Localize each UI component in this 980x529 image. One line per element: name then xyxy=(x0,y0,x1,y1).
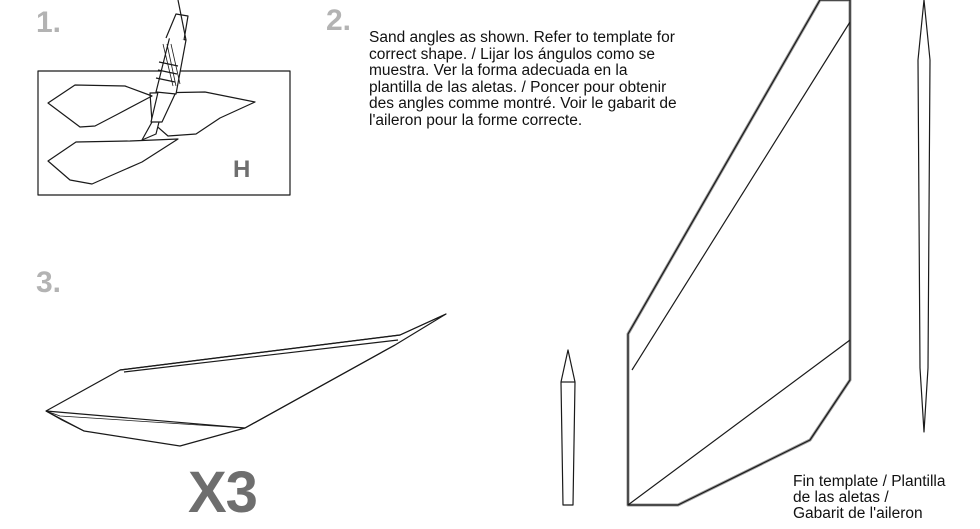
step-2-instruction: Sand angles as shown. Refer to template … xyxy=(369,29,677,129)
step-1-number: 1. xyxy=(36,6,62,39)
sanded-fin-illustration xyxy=(45,313,447,447)
fin-template-caption: Fin template / Plantilla de las aletas /… xyxy=(793,473,946,522)
sheet-letter-label: H xyxy=(233,156,251,183)
fin-template xyxy=(626,0,852,507)
fin-outline-left xyxy=(47,84,153,128)
step-2-number: 2. xyxy=(326,4,352,37)
stick-arrow-icon xyxy=(560,349,576,506)
double-arrow-icon xyxy=(917,0,931,433)
quantity-label: X3 xyxy=(188,460,258,525)
hobby-knife-icon xyxy=(141,0,189,141)
step-3-number: 3. xyxy=(36,266,62,299)
fin-outline-bottom xyxy=(47,138,179,185)
